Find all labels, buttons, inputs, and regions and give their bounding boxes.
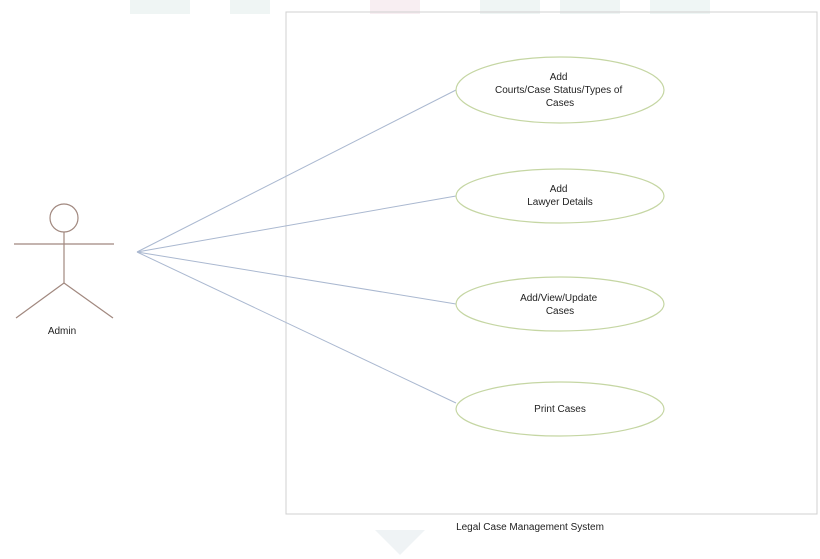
- svg-text:Add/View/Update Cases: Add/View/Update Cases: [520, 293, 600, 317]
- actor-head: [49, 203, 79, 233]
- use-case-add-courts: Add Courts/Case Status/Types of Cases: [455, 56, 665, 124]
- svg-text:Add Courts/Case Status/T: Add Courts/Case Status/Types of Cases: [495, 72, 625, 109]
- system-boundary: [285, 11, 818, 515]
- actor-stick-figure: [14, 203, 114, 319]
- use-case-text-line: Cases: [546, 306, 574, 317]
- use-case-ellipse: [455, 168, 665, 224]
- svg-text:Print Cases: Print Cases: [534, 404, 586, 415]
- associations: [136, 89, 457, 404]
- svg-text:Add Lawyer Details: Add Lawyer Details: [527, 184, 593, 208]
- use-case-print-cases: Print Cases: [455, 381, 665, 437]
- use-case-add-view-update-cases: Add/View/Update Cases: [455, 276, 665, 332]
- use-case-add-lawyer-details: Add Lawyer Details: [455, 168, 665, 224]
- use-case-text-line: Courts/Case Status/Types of: [495, 85, 623, 96]
- association-line-4: [136, 251, 457, 404]
- actor-left-leg: [15, 282, 65, 319]
- association-line-1: [136, 89, 457, 253]
- actor-label: Admin: [48, 326, 76, 337]
- background-watermark: [130, 0, 710, 555]
- use-case-text-line: Lawyer Details: [527, 197, 593, 208]
- use-case-text-line: Add: [550, 72, 568, 83]
- use-case-text-line: Add: [550, 184, 568, 195]
- use-case-text-line: Cases: [546, 98, 574, 109]
- actor-right-leg: [63, 282, 114, 319]
- system-label: Legal Case Management System: [456, 522, 604, 533]
- use-case-text-line: Print Cases: [534, 404, 586, 415]
- association-line-2: [136, 195, 457, 253]
- use-case-ellipse: [455, 381, 665, 437]
- use-case-ellipse: [455, 276, 665, 332]
- use-case-text-line: Add/View/Update: [520, 293, 598, 304]
- association-line-3: [136, 251, 457, 305]
- use-case-ellipse: [455, 56, 665, 124]
